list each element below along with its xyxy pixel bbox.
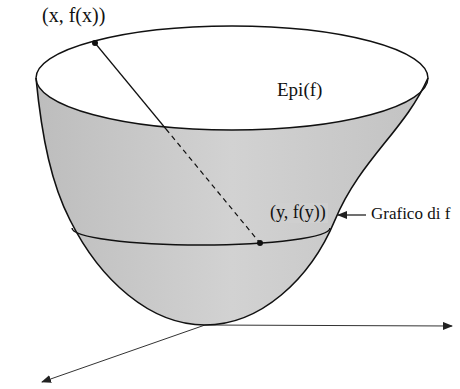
point-label: (x, f(x)): [40, 4, 107, 26]
point-label: (y, f(y)): [268, 203, 328, 223]
region-label: Epi(f): [275, 80, 324, 101]
level-arc: [72, 228, 330, 245]
segment-dashed: [166, 129, 260, 243]
graph-label: Grafico di f: [369, 205, 452, 224]
graph-pointer: [338, 214, 366, 215]
segment-solid: [95, 43, 166, 129]
x-axis: [205, 325, 452, 326]
y-axis: [42, 325, 205, 382]
point-x: [92, 40, 98, 46]
top-ellipse: [36, 26, 428, 130]
point-y: [257, 240, 263, 246]
